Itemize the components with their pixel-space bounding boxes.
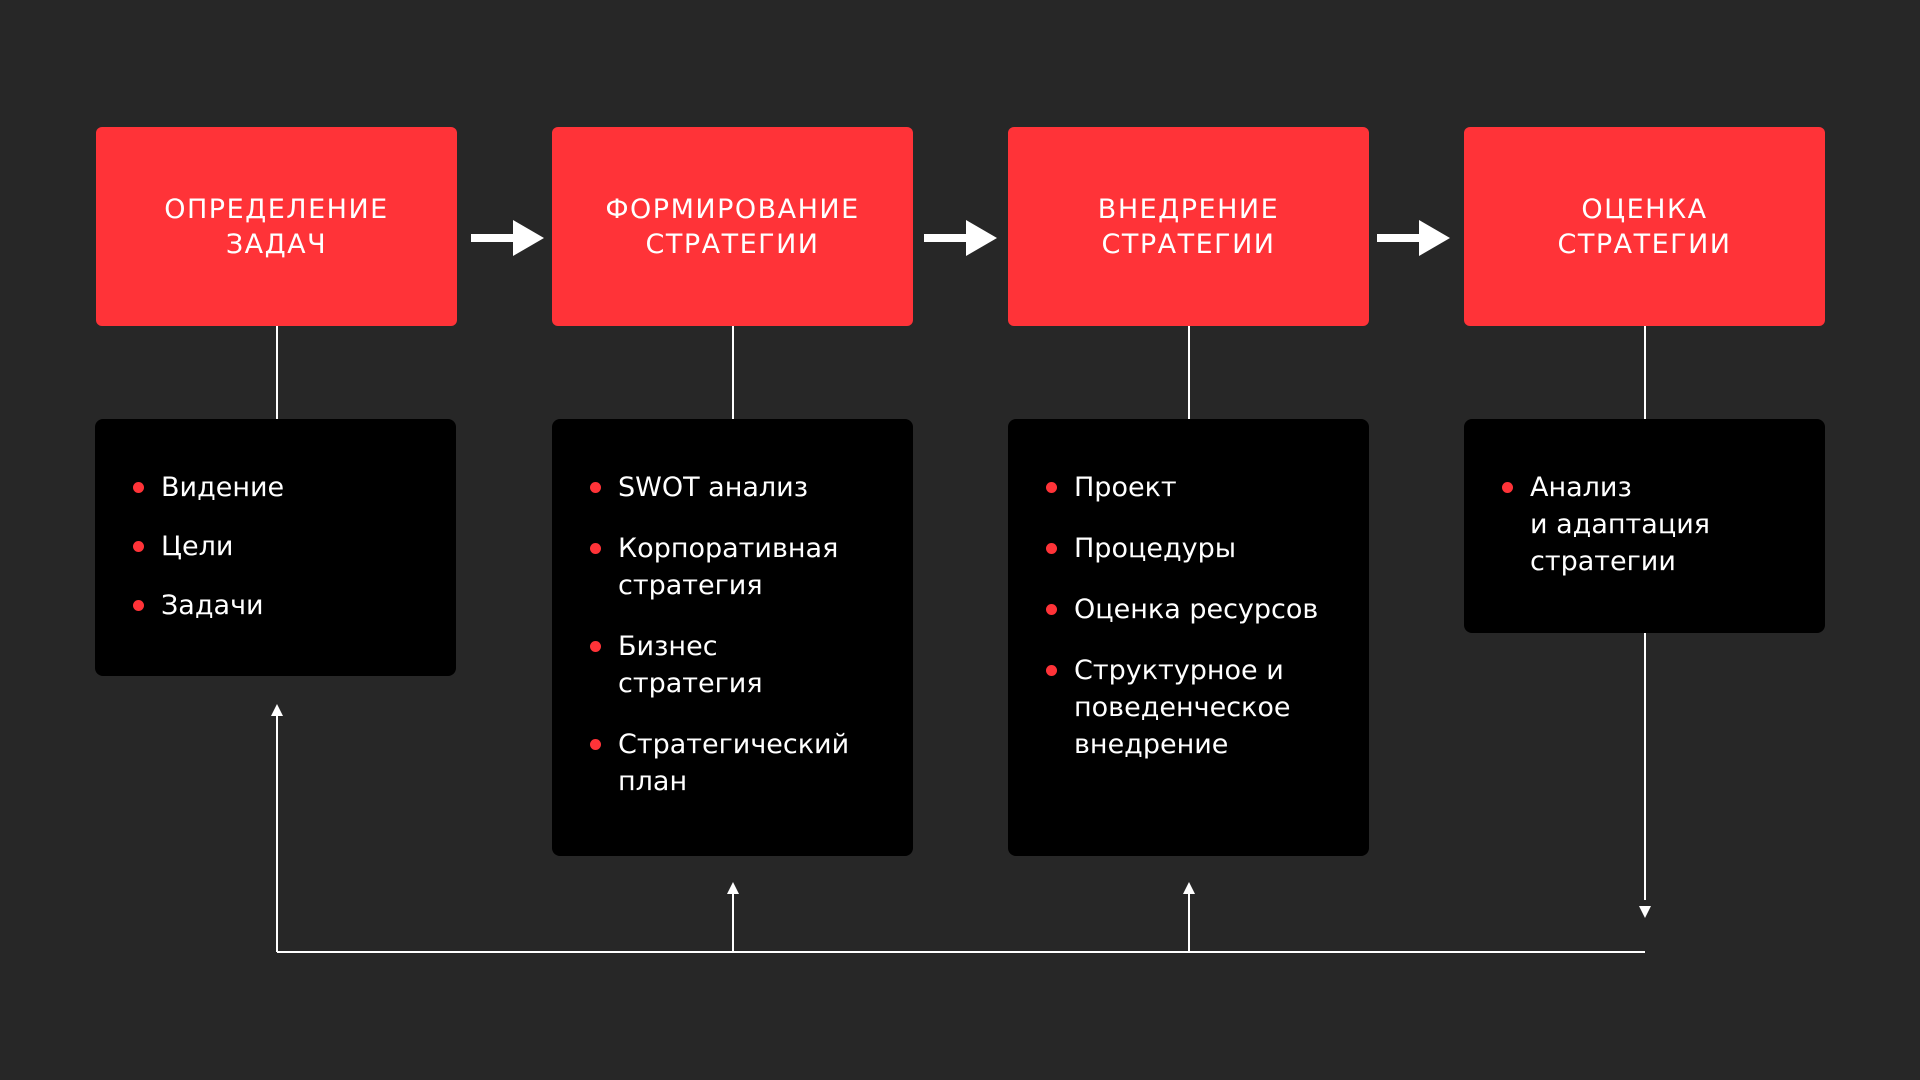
list-item: Стратегический план [590,726,893,800]
arrow-right-icon [471,220,544,256]
stage-title: ФОРМИРОВАНИЕ СТРАТЕГИИ [605,193,860,260]
bullet-dot-icon [133,541,144,552]
feedback-arrowhead-down [1639,906,1651,918]
bullet-dot-icon [1046,665,1057,676]
feedback-arrowhead-up-3 [1183,882,1195,894]
list-item: Видение [133,469,436,506]
bullet-dot-icon [590,739,601,750]
bullet-list: SWOT анализ Корпоративная стратегия Бизн… [590,469,893,800]
stage-box-goals: ОПРЕДЕЛЕНИЕ ЗАДАЧ [96,127,457,326]
bullet-list: Проект Процедуры Оценка ресурсов Структу… [1046,469,1349,763]
detail-box-evaluation: Анализ и адаптация стратегии [1464,419,1825,633]
stage-box-formation: ФОРМИРОВАНИЕ СТРАТЕГИИ [552,127,913,326]
list-item: Цели [133,528,436,565]
stage-box-evaluation: ОЦЕНКА СТРАТЕГИИ [1464,127,1825,326]
detail-box-goals: Видение Цели Задачи [95,419,456,676]
bullet-dot-icon [590,482,601,493]
bullet-list: Анализ и адаптация стратегии [1502,469,1805,580]
list-item: Оценка ресурсов [1046,591,1349,628]
bullet-dot-icon [133,600,144,611]
bullet-dot-icon [1046,543,1057,554]
arrow-right-icon [924,220,997,256]
stage-title: ВНЕДРЕНИЕ СТРАТЕГИИ [1097,193,1280,260]
detail-box-formation: SWOT анализ Корпоративная стратегия Бизн… [552,419,913,856]
stage-title: ОЦЕНКА СТРАТЕГИИ [1557,193,1732,260]
list-item: Процедуры [1046,530,1349,567]
stage-box-implementation: ВНЕДРЕНИЕ СТРАТЕГИИ [1008,127,1369,326]
feedback-arrowhead-up-2 [727,882,739,894]
bullet-dot-icon [1046,604,1057,615]
list-item: Проект [1046,469,1349,506]
list-item: Структурное и поведенческое внедрение [1046,652,1349,763]
arrow-right-icon [1377,220,1450,256]
bullet-dot-icon [1502,482,1513,493]
bullet-dot-icon [590,543,601,554]
list-item: Корпоративная стратегия [590,530,893,604]
feedback-arrowhead-up-1 [271,704,283,716]
bullet-dot-icon [590,641,601,652]
list-item: SWOT анализ [590,469,893,506]
bullet-list: Видение Цели Задачи [133,469,436,624]
list-item: Анализ и адаптация стратегии [1502,469,1805,580]
bullet-dot-icon [133,482,144,493]
list-item: Бизнес стратегия [590,628,893,702]
stage-title: ОПРЕДЕЛЕНИЕ ЗАДАЧ [164,193,389,260]
detail-box-implementation: Проект Процедуры Оценка ресурсов Структу… [1008,419,1369,856]
list-item: Задачи [133,587,436,624]
bullet-dot-icon [1046,482,1057,493]
